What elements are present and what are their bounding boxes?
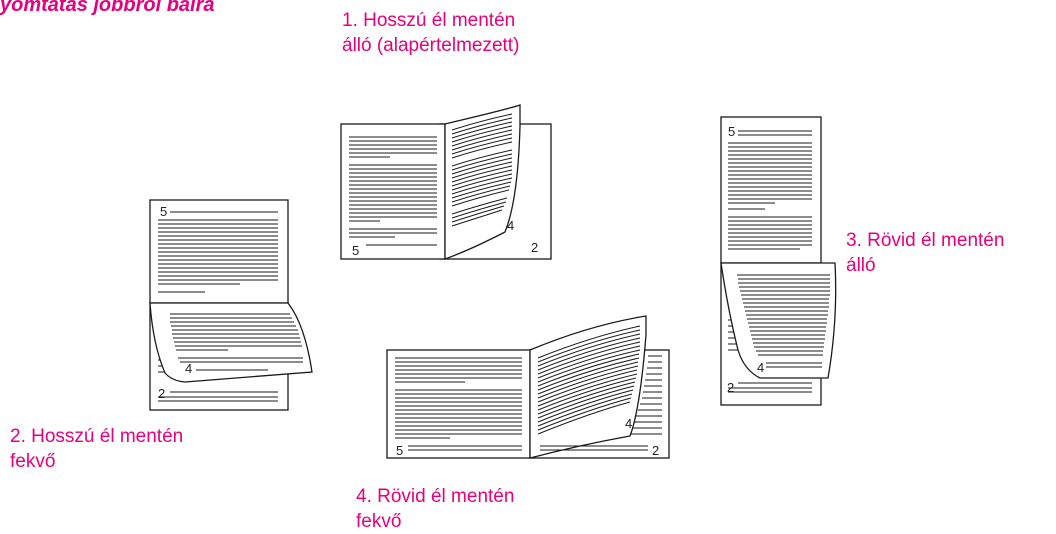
option-3-turning-page (720, 262, 837, 379)
option-2-caption-line1: 2. Hosszú él mentén (10, 426, 184, 447)
option-1-turning-page (444, 104, 521, 260)
option-2-page-number-4: 4 (185, 361, 192, 376)
option-1-caption-line2: álló (alapértelmezett) (342, 35, 520, 56)
option-3-caption-line2: álló (846, 255, 876, 276)
option-3-caption: 3. Rövid él mentén álló (846, 228, 1004, 278)
option-2-caption-line2: fekvő (10, 451, 56, 472)
option-4-illustration: 5 4 2 (386, 315, 670, 459)
option-3-illustration: 5 2 (720, 116, 837, 406)
option-2-caption: 2. Hosszú él mentén fekvő (10, 424, 183, 474)
option-4-left-text (395, 357, 522, 451)
option-1-page-number-2: 2 (531, 240, 538, 255)
option-3-page-number-5: 5 (728, 124, 735, 139)
option-4-left-page (386, 349, 531, 459)
option-1-illustration: 5 4 2 (340, 104, 552, 260)
option-3-top-text (728, 130, 812, 250)
option-4-caption-line2: fekvő (356, 511, 402, 532)
option-1-page-number-5: 5 (352, 243, 359, 258)
option-4-caption-line1: 4. Rövid él mentén (356, 486, 515, 507)
option-4-page-number-5: 5 (396, 443, 403, 458)
option-1-page-number-4: 4 (507, 218, 514, 233)
option-2-page-number-2: 2 (158, 386, 165, 401)
option-3-caption-line1: 3. Rövid él mentén (846, 230, 1005, 251)
option-4-page-number-2: 2 (652, 443, 659, 458)
option-2-turning-text (170, 313, 303, 371)
section-heading: yomtatás jobbról balra (0, 0, 215, 16)
option-4-page-number-4: 4 (625, 416, 632, 431)
option-1-left-text (349, 136, 437, 246)
option-1-left-page (340, 123, 446, 260)
option-3-top-page (720, 116, 822, 264)
option-1-caption: 1. Hosszú él mentén álló (alapértelmezet… (342, 8, 519, 58)
option-2-illustration: 5 2 (149, 199, 313, 411)
option-1-turning-text (451, 113, 513, 227)
option-2-page-number-5: 5 (160, 204, 167, 219)
option-2-top-text (158, 211, 278, 293)
option-4-turning-text (537, 325, 641, 435)
option-4-back-text (540, 355, 662, 451)
option-1-caption-line1: 1. Hosszú él mentén (342, 10, 516, 31)
option-3-page-number-4: 4 (757, 360, 764, 375)
option-3-turning-text (737, 274, 830, 368)
option-4-caption: 4. Rövid él mentén fekvő (356, 484, 514, 534)
option-3-page-number-2: 2 (727, 380, 734, 395)
